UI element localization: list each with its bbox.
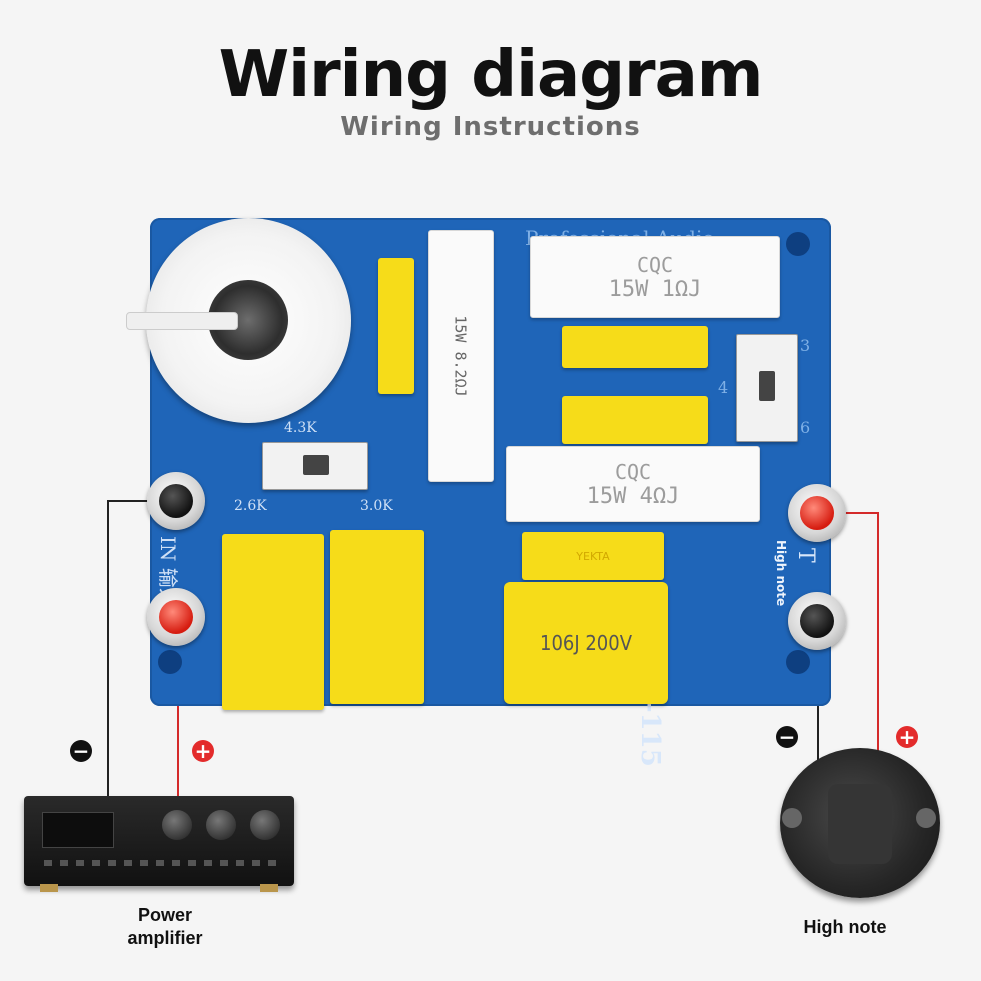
switch1-label-2-6k: 2.6K [234, 498, 267, 514]
terminal-knob [800, 496, 834, 530]
tweeter-plus-sign: + [896, 726, 918, 748]
wire-amp-negative [107, 500, 150, 800]
output-terminal-negative[interactable] [788, 592, 846, 650]
crossover-board: Professional Audio WEAH-115 15W 8.2ΩJ CQ… [126, 218, 831, 767]
switch-slider[interactable] [303, 455, 329, 475]
power-amplifier-label: Power amplifier [127, 905, 203, 948]
high-note-board-label: High note [774, 540, 788, 607]
amp-knob-1 [162, 810, 192, 840]
tweeter-tab-right [916, 808, 936, 828]
resistor-mid-brand: CQC [614, 459, 652, 484]
power-amplifier [24, 796, 294, 892]
capacitor-mid-2 [562, 396, 708, 444]
tweeter-minus-sign: − [776, 726, 798, 748]
capacitor-mid-1 [562, 326, 708, 368]
amp-knob-2 [206, 810, 236, 840]
cap-yekta-label: YEKTA [576, 549, 610, 563]
capacitor-large-1 [222, 534, 324, 710]
terminal-knob [159, 484, 193, 518]
amp-plus-sign: + [192, 740, 214, 762]
resistor-4-ohm: CQC 15W 4ΩJ [506, 446, 760, 522]
tweeter-tab-left [782, 808, 802, 828]
amp-knob-3 [250, 810, 280, 840]
amp-foot-right [260, 884, 278, 892]
page-title: Wiring diagram [218, 38, 764, 112]
amp-display [42, 812, 114, 848]
switch1-label-4-3k: 4.3K [284, 420, 317, 436]
input-terminal-negative[interactable] [147, 472, 205, 530]
resistor-8-2-ohm: 15W 8.2ΩJ [428, 230, 494, 482]
capacitor-yekta: YEKTA [522, 532, 664, 580]
capacitor-large-2 [330, 530, 424, 704]
amp-minus-sign: − [70, 740, 92, 762]
cable-tie [126, 312, 238, 330]
page-subtitle: Wiring Instructions [340, 112, 641, 142]
switch-slider[interactable] [759, 371, 775, 401]
cap-106j-label: 106J 200V [540, 631, 632, 655]
resistor-1-ohm: CQC 15W 1ΩJ [530, 236, 780, 318]
resistor-top-spec: 15W 1ΩJ [608, 276, 702, 302]
output-terminal-positive[interactable] [788, 484, 846, 542]
frequency-switch[interactable] [262, 442, 368, 490]
terminal-knob [159, 600, 193, 634]
tweeter-throat [828, 784, 892, 864]
high-note-label: High note [803, 917, 887, 937]
mount-hole-bottom-right [786, 650, 810, 674]
mount-hole-bottom-left [158, 650, 182, 674]
resistor-vertical-spec: 15W 8.2ΩJ [452, 315, 470, 397]
mount-hole-top-right [786, 232, 810, 256]
amp-foot-left [40, 884, 58, 892]
output-label: T [793, 548, 818, 563]
capacitor-small-vertical [378, 258, 414, 394]
resistor-mid-spec: 15W 4ΩJ [586, 483, 680, 509]
switch2-label-4: 4 [718, 378, 729, 397]
resistor-top-brand: CQC [636, 252, 674, 277]
switch2-label-3: 3 [800, 336, 811, 355]
terminal-knob [800, 604, 834, 638]
capacitor-106j: 106J 200V [504, 582, 668, 704]
inductor-coil [126, 218, 351, 423]
impedance-switch[interactable] [736, 334, 798, 442]
switch2-label-6: 6 [800, 418, 811, 437]
input-terminal-positive[interactable] [147, 588, 205, 646]
amp-button-row [44, 860, 276, 866]
switch1-label-3-0k: 3.0K [360, 498, 393, 514]
high-note-tweeter [780, 748, 940, 898]
